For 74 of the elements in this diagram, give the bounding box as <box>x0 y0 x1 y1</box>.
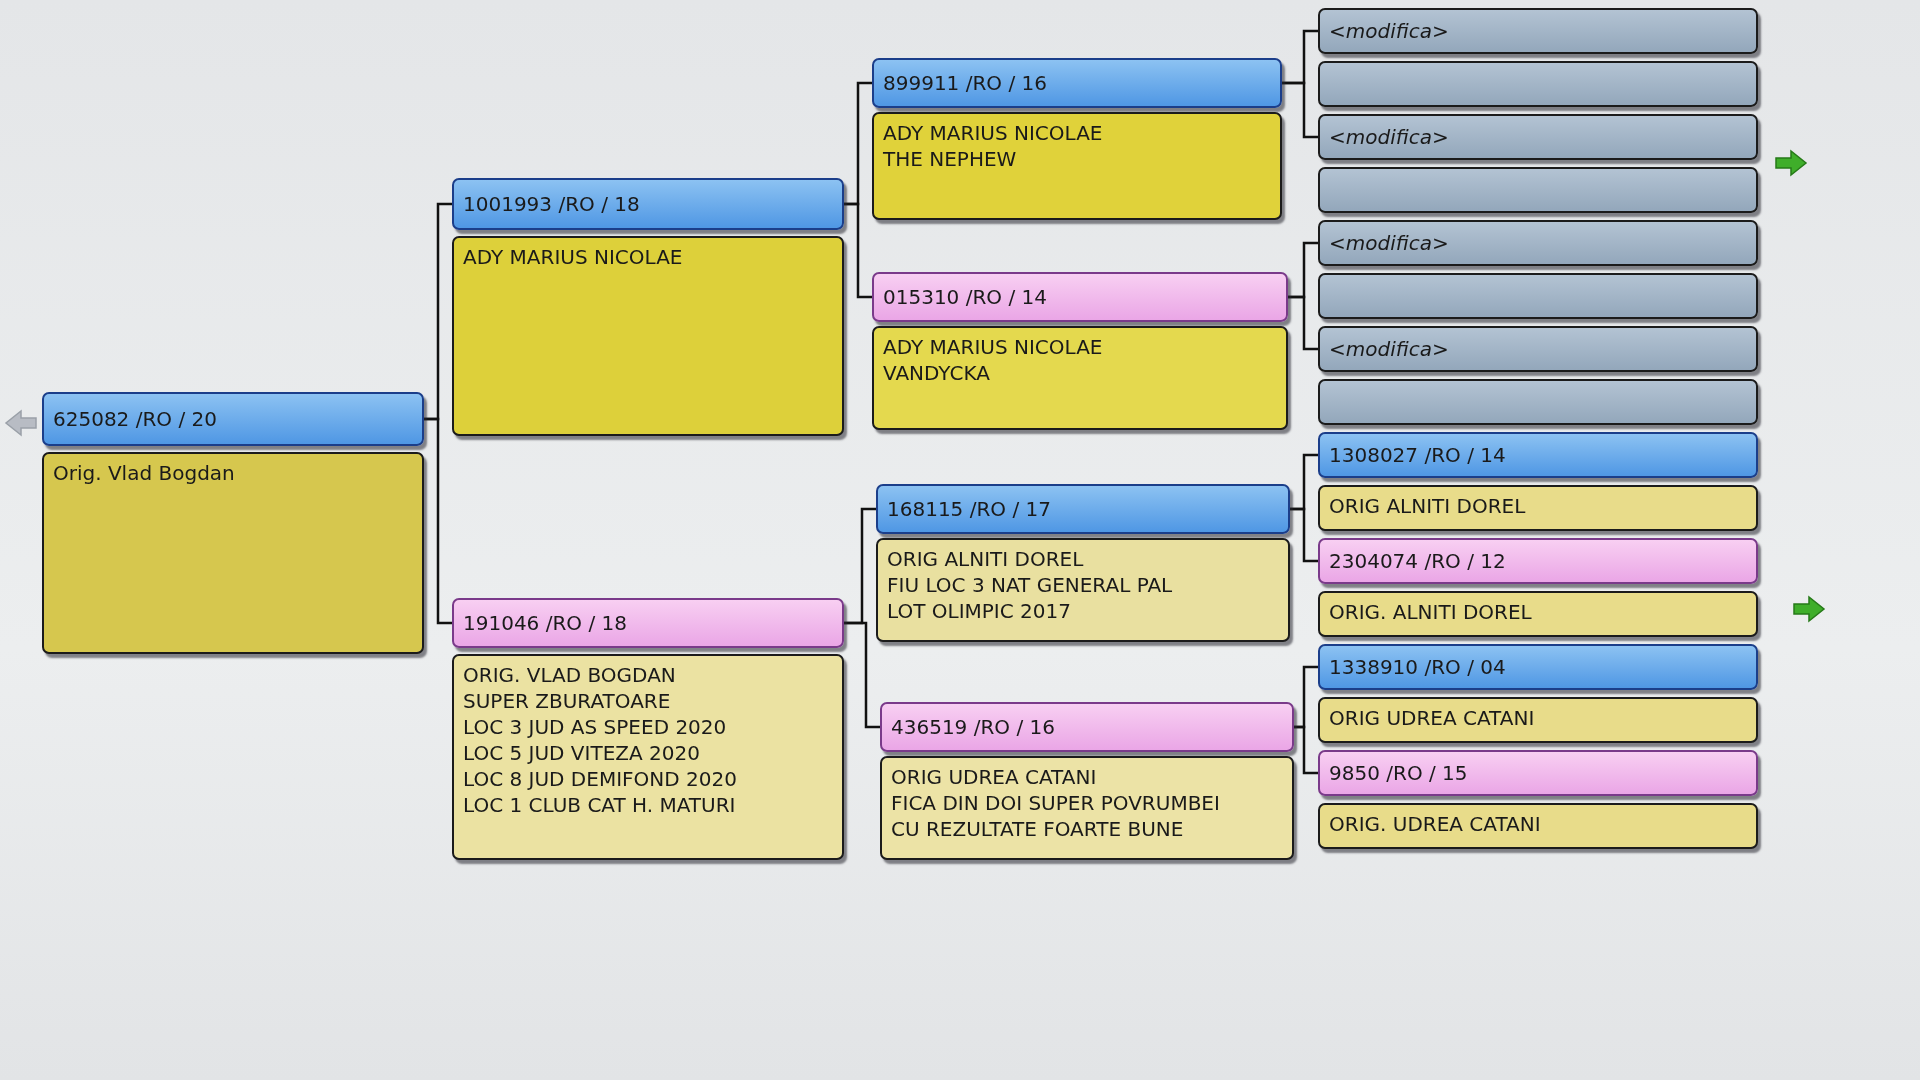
pedigree-connector <box>424 417 452 625</box>
notes-box <box>1318 697 1758 743</box>
ring-number: <modifica> <box>1329 230 1449 257</box>
note-text: ADY MARIUS NICOLAE <box>463 244 684 270</box>
empty-box <box>1318 273 1758 319</box>
note-text: ORIG UDREA CATANI <box>891 764 1098 790</box>
notes-box <box>42 452 424 654</box>
ring-number-box <box>1318 644 1758 690</box>
note-text: ORIG. VLAD BOGDAN <box>463 662 677 688</box>
pedigree-box <box>1318 114 1758 160</box>
note-text: ORIG. UDREA CATANI <box>1329 811 1542 837</box>
ring-number: 436519 /RO / 16 <box>891 714 1055 741</box>
ring-number: 1001993 /RO / 18 <box>463 191 640 218</box>
ring-number-box <box>1318 538 1758 584</box>
notes-box <box>452 654 844 860</box>
pedigree-connector <box>844 621 880 729</box>
ring-number: 191046 /RO / 18 <box>463 610 627 637</box>
pedigree-box <box>1318 326 1758 372</box>
notes-box <box>1318 803 1758 849</box>
notes-box <box>1318 485 1758 531</box>
pedigree-connector <box>1288 295 1318 351</box>
pedigree-connector <box>844 202 872 299</box>
ring-number-box <box>876 484 1290 534</box>
note-text: FIU LOC 3 NAT GENERAL PAL <box>887 572 1174 598</box>
notes-box <box>872 112 1282 220</box>
empty-box <box>1318 61 1758 107</box>
pedigree-connector <box>1282 81 1318 139</box>
ring-number-box <box>452 178 844 230</box>
note-text: LOC 3 JUD AS SPEED 2020 <box>463 714 728 740</box>
ring-number: 015310 /RO / 14 <box>883 284 1047 311</box>
note-text: Orig. Vlad Bogdan <box>53 460 236 486</box>
ring-number: <modifica> <box>1329 336 1449 363</box>
note-text: ORIG UDREA CATANI <box>1329 705 1536 731</box>
notes-box <box>880 756 1294 860</box>
ring-number: <modifica> <box>1329 124 1449 151</box>
pedigree-connector <box>1294 725 1318 775</box>
note-text: FICA DIN DOI SUPER POVRUMBEI <box>891 790 1221 816</box>
ring-number-box <box>42 392 424 446</box>
ring-number: 899911 /RO / 16 <box>883 70 1047 97</box>
ring-number-box <box>872 272 1288 322</box>
note-text: LOC 5 JUD VITEZA 2020 <box>463 740 701 766</box>
ring-number-box <box>452 598 844 648</box>
ring-number-box <box>880 702 1294 752</box>
pedigree-box <box>1318 8 1758 54</box>
note-text: LOC 8 JUD DEMIFOND 2020 <box>463 766 738 792</box>
note-text: SUPER ZBURATOARE <box>463 688 672 714</box>
notes-box <box>452 236 844 436</box>
note-text: ADY MARIUS NICOLAE <box>883 120 1104 146</box>
ring-number-box <box>872 58 1282 108</box>
note-text: CU REZULTATE FOARTE BUNE <box>891 816 1185 842</box>
ring-number: <modifica> <box>1329 18 1449 45</box>
ring-number: 1308027 /RO / 14 <box>1329 442 1506 469</box>
pedigree-connector <box>1290 507 1318 563</box>
note-text: ORIG. ALNITI DOREL <box>1329 599 1533 625</box>
notes-box <box>872 326 1288 430</box>
notes-box <box>876 538 1290 642</box>
ring-number-box <box>1318 432 1758 478</box>
pedigree-box <box>1318 220 1758 266</box>
ring-number: 168115 /RO / 17 <box>887 496 1051 523</box>
note-text: THE NEPHEW <box>883 146 1018 172</box>
empty-box <box>1318 167 1758 213</box>
note-text: ORIG ALNITI DOREL <box>887 546 1085 572</box>
ring-number-box <box>1318 750 1758 796</box>
note-text: ORIG ALNITI DOREL <box>1329 493 1527 519</box>
note-text: LOC 1 CLUB CAT H. MATURI <box>463 792 737 818</box>
ring-number: 2304074 /RO / 12 <box>1329 548 1506 575</box>
ring-number: 625082 /RO / 20 <box>53 406 217 433</box>
note-text: LOT OLIMPIC 2017 <box>887 598 1072 624</box>
empty-box <box>1318 379 1758 425</box>
ring-number: 1338910 /RO / 04 <box>1329 654 1506 681</box>
note-text: ADY MARIUS NICOLAE <box>883 334 1104 360</box>
note-text: VANDYCKA <box>883 360 991 386</box>
ring-number: 9850 /RO / 15 <box>1329 760 1468 787</box>
notes-box <box>1318 591 1758 637</box>
